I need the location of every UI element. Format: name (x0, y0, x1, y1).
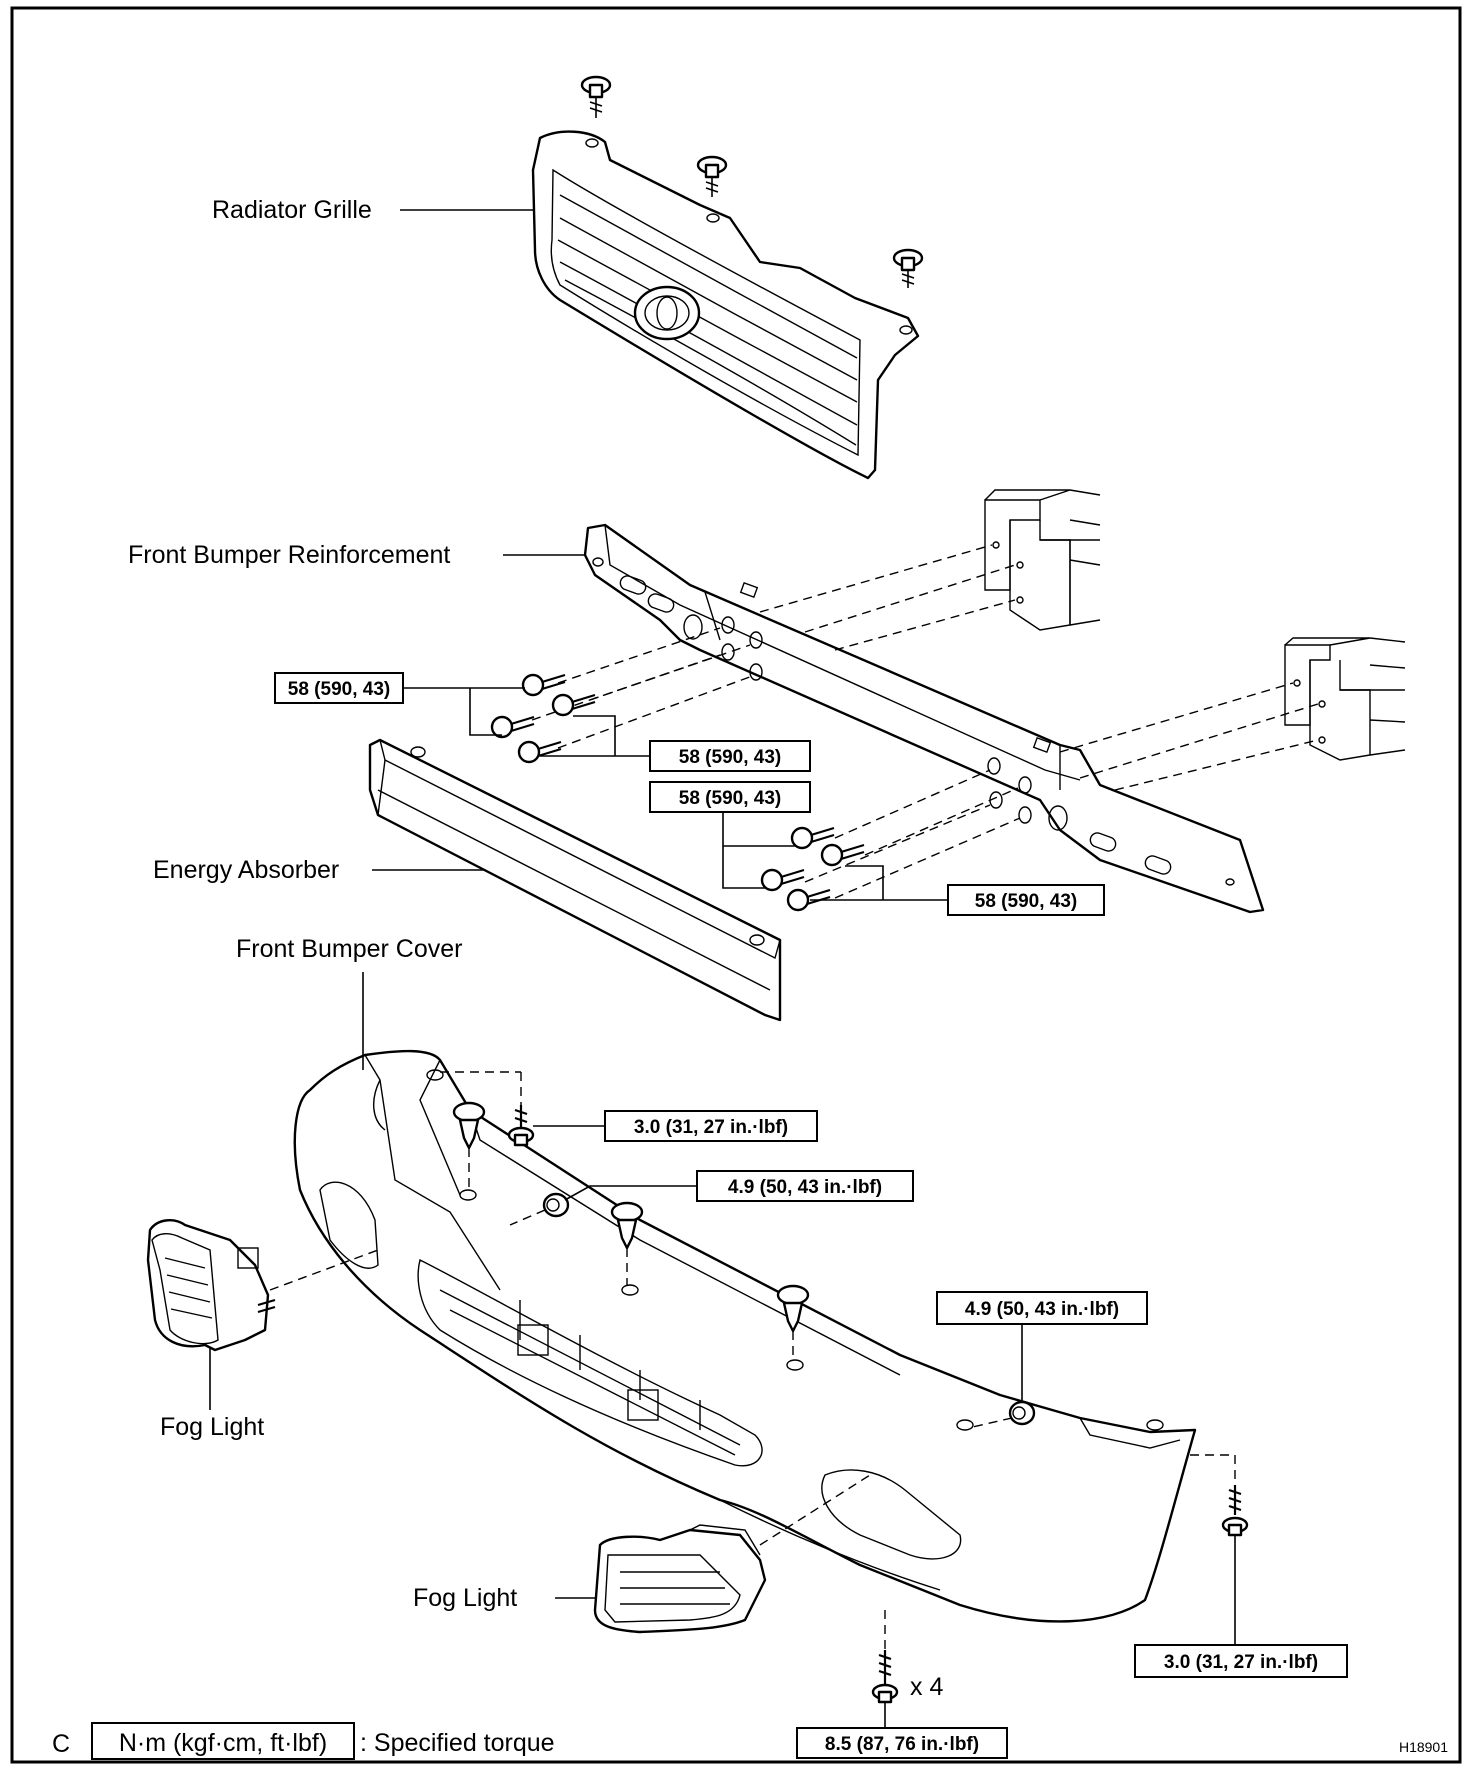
fog-light-lower-part (593, 1524, 767, 1634)
cover-nut-right (1008, 1400, 1036, 1426)
frame-member-left (984, 489, 1101, 631)
fog-light-left-part (146, 1219, 276, 1352)
front-bumper-cover-label: Front Bumper Cover (236, 935, 462, 963)
torque-reinf-left-lower: 58 (590, 43) (679, 747, 781, 768)
cover-bolt-bottom (871, 1650, 899, 1704)
torque-box-cover-bolt-bottom (796, 1727, 1008, 1759)
grille-clip-1 (580, 75, 612, 118)
torque-cover-bolt-top: 3.0 (31, 27 in.·lbf) (634, 1117, 788, 1138)
energy-absorber-label: Energy Absorber (153, 856, 339, 884)
cover-clip-2 (610, 1201, 644, 1250)
legend-text: : Specified torque (360, 1729, 555, 1757)
torque-leader-reinf-left-upper (403, 687, 525, 736)
fog-light-lower-label: Fog Light (413, 1584, 517, 1612)
torque-leader-reinf-right-upper (722, 812, 795, 889)
reinforcement-bolts-right (760, 826, 865, 912)
torque-box-cover-bolt-right (1134, 1644, 1348, 1678)
torque-box-reinf-right-upper (649, 781, 811, 813)
torque-cover-bolt-bottom: 8.5 (87, 76 in.·lbf) (825, 1734, 979, 1755)
torque-reinf-right-upper: 58 (590, 43) (679, 788, 781, 809)
cover-bolt-top (507, 1105, 535, 1147)
front-bumper-reinforcement-part (583, 523, 1265, 914)
front-bumper-cover-part (293, 1049, 1197, 1623)
cover-nut-left (542, 1192, 570, 1218)
cover-clip-3 (776, 1284, 810, 1333)
radiator-grille-part (531, 130, 920, 480)
legend-letter: C (52, 1730, 70, 1758)
cover-alignment-lines (269, 1071, 1236, 1650)
legend-unit: N·m (kgf·cm, ft·lbf) (119, 1729, 327, 1757)
grille-clip-2 (696, 155, 728, 197)
torque-leader-reinf-left-lower (540, 715, 650, 757)
radiator-grille-label: Radiator Grille (212, 196, 372, 224)
cover-bolt-right (1221, 1485, 1249, 1537)
torque-leader-reinf-right-lower (810, 865, 948, 901)
grille-clip-3 (892, 248, 924, 288)
front-bumper-reinforcement-label: Front Bumper Reinforcement (128, 541, 450, 569)
torque-reinf-right-lower: 58 (590, 43) (975, 891, 1077, 912)
cover-clip-1 (452, 1101, 486, 1150)
torque-box-cover-nut-right (936, 1291, 1148, 1325)
torque-box-reinf-left-lower (649, 740, 811, 772)
torque-box-reinf-left-upper (274, 672, 404, 704)
torque-cover-bolt-right: 3.0 (31, 27 in.·lbf) (1164, 1652, 1318, 1673)
frame-member-right (1284, 637, 1406, 761)
legend-unit-box (91, 1722, 355, 1760)
reinforcement-bolts-left (490, 673, 596, 764)
torque-leader-cover-nut-left (564, 1185, 697, 1201)
figure-id: H18901 (1399, 1739, 1448, 1755)
torque-cover-nut-left: 4.9 (50, 43 in.·lbf) (728, 1177, 882, 1198)
torque-cover-nut-right: 4.9 (50, 43 in.·lbf) (965, 1299, 1119, 1320)
torque-box-cover-bolt-top (604, 1110, 818, 1142)
quantity-label: x 4 (910, 1673, 943, 1701)
fog-light-left-label: Fog Light (160, 1413, 264, 1441)
torque-reinf-left-upper: 58 (590, 43) (288, 679, 390, 700)
energy-absorber-part (368, 738, 782, 1022)
